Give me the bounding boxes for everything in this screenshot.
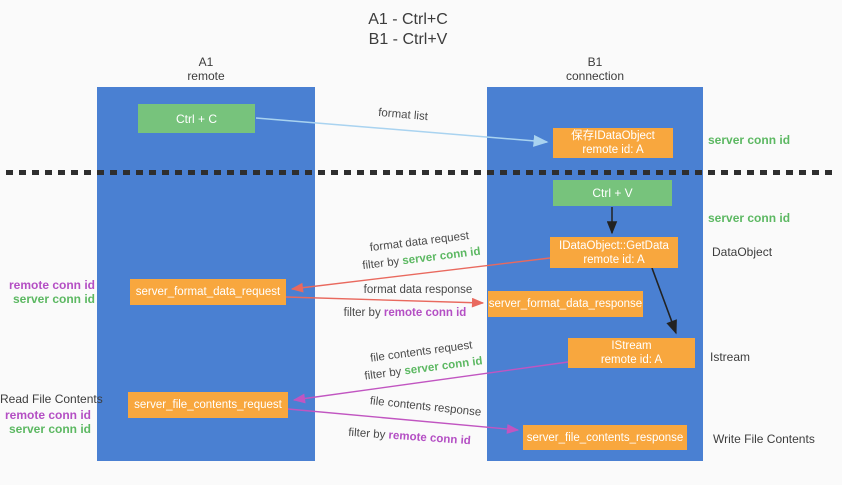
node-format-request-label: server_format_data_request (135, 286, 281, 298)
lane-a1-sub: remote (187, 69, 225, 83)
annotation-dataobject: DataObject (712, 245, 773, 259)
node-server-file-contents-request: server_file_contents_request (128, 392, 288, 418)
annotation-server-conn-id-left-mid: server conn id (12, 292, 95, 306)
annotation-conn-ids-mid: remote conn id server conn id (0, 278, 95, 306)
node-server-format-data-response: server_format_data_response (488, 291, 643, 317)
annotation-server-conn-id-mid: server conn id (708, 211, 791, 225)
arrow-format-data-response (285, 296, 485, 308)
lane-b1-sub: connection (565, 69, 625, 83)
annotation-read-file-contents: Read File Contents (0, 392, 103, 406)
lane-a1-name: A1 (198, 55, 214, 69)
annotation-istream: Istream (710, 350, 751, 364)
node-idataobject-getdata: IDataObject::GetData remote id: A (550, 237, 678, 268)
node-save-idataobject-line2: remote id: A (582, 144, 644, 156)
title-line-2: B1 - Ctrl+V (368, 31, 448, 48)
node-ctrl-v-label: Ctrl + V (592, 186, 633, 200)
arrow-getdata-to-istream (651, 267, 677, 335)
separator-dashed-line (6, 170, 836, 175)
annotation-server-conn-id-left-bottom: server conn id (8, 422, 91, 436)
node-getdata-line2: remote id: A (583, 253, 645, 266)
node-save-idataobject: 保存IDataObject remote id: A (553, 128, 673, 158)
node-istream: IStream remote id: A (568, 338, 695, 368)
node-getdata-line1: IDataObject::GetData (559, 239, 669, 252)
node-file-response-label: server_file_contents_response (526, 431, 684, 444)
annotation-conn-ids-bottom: remote conn id server conn id (0, 408, 91, 436)
lane-header-a1: A1 remote (97, 55, 315, 83)
label-format-data-response: format data response (363, 284, 473, 296)
node-save-idataobject-line1: 保存IDataObject (571, 130, 655, 142)
lane-b1-name: B1 (587, 55, 603, 69)
arrow-file-contents-request (292, 361, 569, 404)
label-filter-remote-conn-id-1: filter by remote conn id (343, 307, 467, 319)
label-fdresp-remote-conn-id: remote conn id (383, 307, 467, 319)
arrow-format-data-request (290, 257, 551, 293)
arrow-file-contents-response (287, 408, 520, 434)
node-ctrl-c: Ctrl + C (138, 104, 255, 133)
annotation-server-conn-id-top: server conn id (708, 133, 791, 147)
node-format-response-label: server_format_data_response (488, 298, 643, 310)
annotation-remote-conn-id-mid: remote conn id (8, 278, 95, 292)
node-ctrl-v: Ctrl + V (553, 180, 672, 206)
node-server-format-data-request: server_format_data_request (130, 279, 286, 305)
arrow-format-list (255, 117, 549, 147)
node-server-file-contents-response: server_file_contents_response (523, 425, 687, 450)
annotation-write-file-contents: Write File Contents (713, 432, 815, 446)
title-line-1: A1 - Ctrl+C (368, 11, 448, 28)
annotation-remote-conn-id-bottom: remote conn id (4, 408, 91, 422)
node-istream-line2: remote id: A (600, 354, 663, 366)
node-istream-line1: IStream (611, 340, 652, 352)
label-fcresp-remote-conn-id: remote conn id (388, 429, 472, 448)
node-file-request-label: server_file_contents_request (134, 399, 282, 411)
node-ctrl-c-label: Ctrl + C (175, 111, 217, 126)
lane-header-b1: B1 connection (487, 55, 703, 83)
diagram-title: A1 - Ctrl+C B1 - Ctrl+V (308, 10, 508, 50)
